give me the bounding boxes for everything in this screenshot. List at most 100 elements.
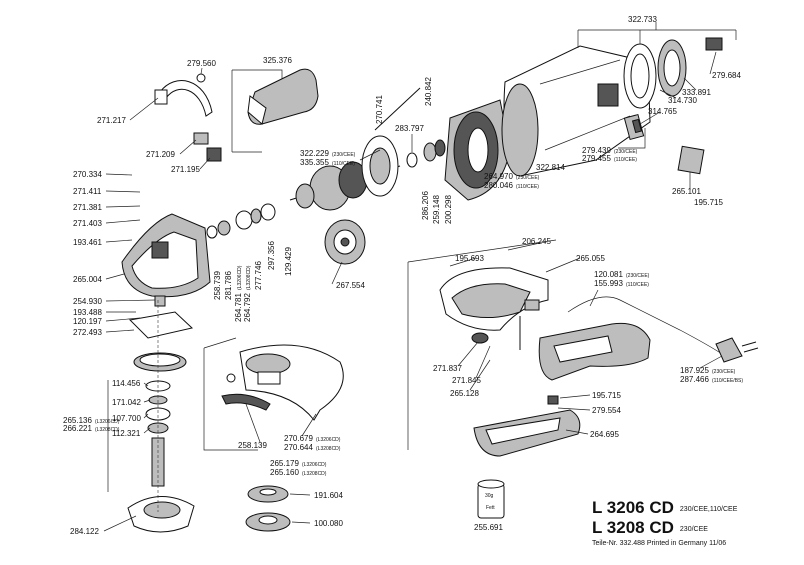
part-label-279455: 279.455: [582, 154, 611, 163]
part-label-195715a: 195.715: [694, 198, 723, 207]
part-label-155993-note: (110/CEE): [626, 282, 649, 288]
part-label-314730: 314.730: [668, 96, 697, 105]
part-label-271195: 271.195: [171, 165, 200, 174]
part-label-265179: 265.179: [270, 459, 299, 468]
part-label-264970: 264.970: [484, 172, 513, 181]
part-label-107700: 107.700: [112, 414, 141, 423]
part-label-322733: 322.733: [628, 15, 657, 24]
model-line-2: L 3208 CD 230/CEE: [592, 519, 792, 539]
part-label-265101: 265.101: [672, 187, 701, 196]
part-label-271381: 271.381: [73, 203, 102, 212]
bearings-drawing: [406, 139, 446, 168]
part-label-283797: 283.797: [395, 124, 424, 133]
end-rings-drawing: [577, 29, 737, 109]
part-label-280046-note: (110/CEE): [516, 184, 539, 190]
model-variants-2: 230/CEE: [679, 526, 708, 533]
part-label-271837: 271.837: [433, 364, 462, 373]
part-label-200298: 200.298: [444, 195, 453, 224]
part-label-322814: 322.814: [536, 163, 565, 172]
part-label-265136: 265.136: [63, 416, 92, 425]
model-name-2: L 3208 CD: [592, 518, 674, 537]
part-label-264781-note: (L3206CD): [237, 265, 243, 290]
part-label-279560: 279.560: [187, 59, 216, 68]
part-label-100080: 100.080: [314, 519, 343, 528]
part-label-265128: 265.128: [450, 389, 479, 398]
part-label-265160: 265.160: [270, 468, 299, 477]
part-label-254930: 254.930: [73, 297, 102, 306]
long-bolt-drawing: [374, 87, 421, 131]
part-label-281786: 281.786: [224, 271, 233, 300]
part-label-265004: 265.004: [73, 275, 102, 284]
part-label-279439: 279.439: [582, 146, 611, 155]
gear-head-small-parts-drawing: [206, 203, 276, 239]
power-cable-drawing: [567, 296, 759, 363]
part-label-264792-note: (L3208CD): [246, 265, 252, 290]
part-label-114456: 114.456: [112, 379, 141, 388]
part-label-284122: 284.122: [70, 527, 99, 536]
part-label-265136-note: (L3206CD): [95, 419, 120, 425]
part-label-264792: 264.792: [243, 293, 252, 322]
part-label-265055: 265.055: [576, 254, 605, 263]
part-label-314765: 314.765: [648, 107, 677, 116]
part-label-279455-note: (110/CEE): [614, 157, 637, 163]
part-label-325376: 325.376: [263, 56, 292, 65]
part-label-191604: 191.604: [314, 491, 343, 500]
part-label-255691: 255.691: [474, 523, 503, 532]
part-label-259148: 259.148: [432, 195, 441, 224]
part-label-193488: 193.488: [73, 308, 102, 317]
part-label-271209: 271.209: [146, 150, 175, 159]
rear-handle-drawing: [407, 239, 651, 450]
part-label-335355: 335.355: [300, 158, 329, 167]
part-label-187925: 187.925: [680, 366, 709, 375]
part-label-240842: 240.842: [424, 77, 433, 106]
part-label-187925-note: (230/CEE): [712, 369, 736, 375]
part-label-265160-note: (L3208CD): [302, 471, 327, 477]
part-label-280046: 280.046: [484, 181, 513, 190]
part-label-270679: 270.679: [284, 434, 313, 443]
part-label-271411: 271.411: [73, 187, 102, 196]
part-label-286206: 286.206: [421, 191, 430, 220]
parts-list-footer: Teile-Nr. 332.488 Printed in Germany 11/…: [592, 540, 727, 547]
part-label-120081-note: (230/CEE): [626, 273, 650, 279]
spindle-stack-drawing: [107, 300, 195, 533]
part-label-264695: 264.695: [590, 430, 619, 439]
part-label-264970-note: (230/CEE): [516, 175, 540, 181]
electronics-module-drawing: [473, 395, 581, 457]
part-label-267554: 267.554: [336, 281, 365, 290]
part-label-266221-note: (L3208CD): [95, 427, 120, 433]
part-label-258739: 258.739: [213, 271, 222, 300]
part-label-258139: 258.139: [238, 441, 267, 450]
motor-housing-drawing: [501, 45, 651, 177]
part-label-322229-note: (230/CEE): [332, 152, 356, 158]
fan-drawing: [361, 135, 399, 197]
part-label-287466: 287.466: [680, 375, 709, 384]
bevel-gear-drawing: [324, 219, 366, 265]
part-label-279554: 279.554: [592, 406, 621, 415]
gear-head-drawing: [121, 213, 211, 307]
part-label-120197: 120.197: [73, 317, 102, 326]
part-label-297356: 297.356: [267, 241, 276, 270]
part-label-270334: 270.334: [73, 170, 102, 179]
grease-tub-drawing: [477, 479, 505, 519]
leader-lines: [103, 22, 723, 532]
stator-drawing: [444, 99, 511, 201]
part-label-270741: 270.741: [375, 95, 384, 124]
side-handle-drawing: [231, 68, 319, 153]
part-label-266221: 266.221: [63, 424, 92, 433]
model-name-1: L 3206 CD: [592, 498, 674, 517]
part-label-155993: 155.993: [594, 279, 623, 288]
grease-label: Fett: [486, 505, 495, 511]
part-label-112321: 112.321: [112, 429, 141, 438]
part-label-270644-note: (L3208CD): [316, 446, 341, 452]
grease-amount: 30g: [485, 493, 494, 499]
part-label-171042: 171.042: [112, 398, 141, 407]
part-label-271217: 271.217: [97, 116, 126, 125]
part-label-264781: 264.781: [234, 293, 243, 322]
part-label-271403: 271.403: [73, 219, 102, 228]
flange-nuts-drawing: [245, 485, 291, 532]
brush-holder-drawing: [618, 113, 705, 175]
part-label-195715b: 195.715: [592, 391, 621, 400]
